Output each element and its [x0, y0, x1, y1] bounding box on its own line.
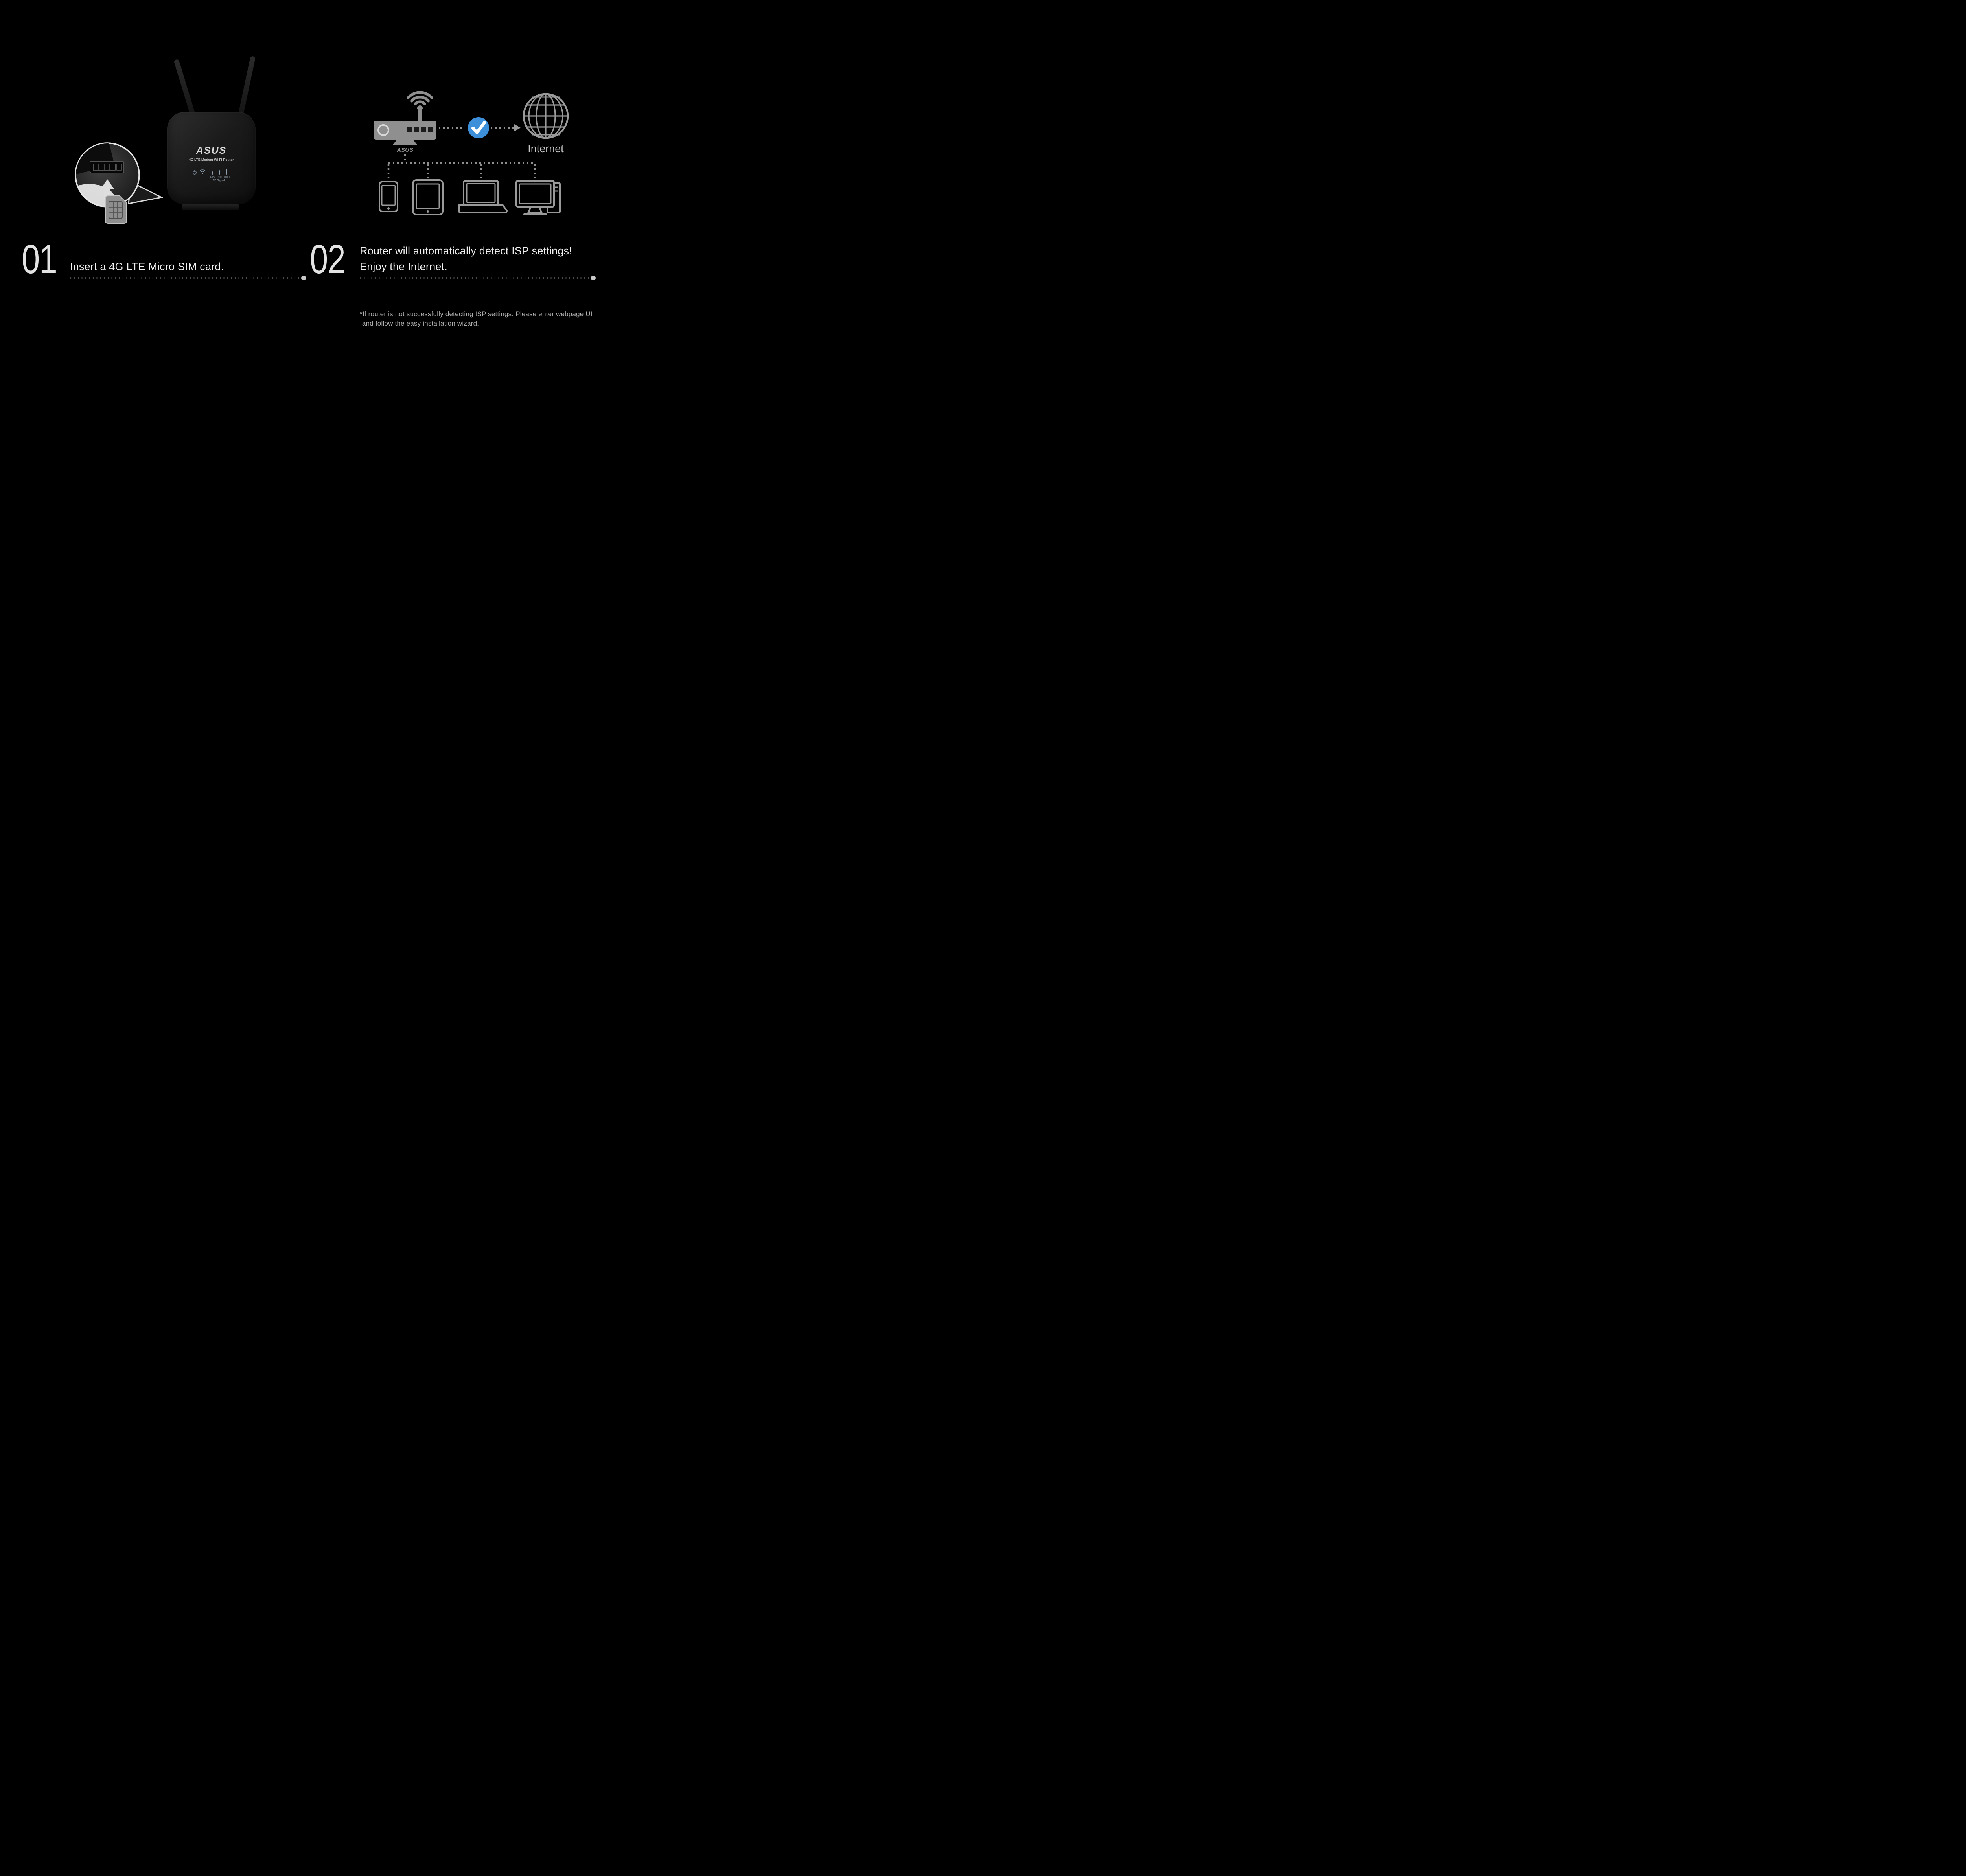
quick-start-guide: ASUS 4G LTE Modem Wi-Fi Router: [0, 0, 623, 375]
check-icon: [471, 121, 486, 134]
step-2-rule: [360, 276, 596, 280]
sim-slot: [90, 161, 124, 173]
tablet-icon: [412, 179, 444, 215]
router-product-photo: ASUS 4G LTE Modem Wi-Fi Router: [157, 53, 263, 214]
antenna-left: [173, 59, 196, 117]
dotted-distribution-lines: [387, 154, 536, 180]
wifi-icon: [406, 91, 434, 111]
step-2-text-line1: Router will automatically detect ISP set…: [360, 245, 572, 257]
step-2-text-line2: Enjoy the Internet.: [360, 261, 447, 272]
step-1-rule: [70, 276, 306, 280]
diagram-asus-logo: ASUS: [396, 147, 413, 153]
footnote-line1: *If router is not successfully detecting…: [360, 310, 593, 318]
model-label: 4G LTE Modem Wi-Fi Router: [189, 158, 234, 162]
sim-card-icon: [105, 195, 127, 224]
phone-icon: [379, 181, 398, 212]
step-2-number: 02: [310, 237, 346, 282]
wifi-led-icon: [199, 169, 205, 174]
desktop-icon: [515, 180, 561, 215]
router-icon: ASUS: [374, 110, 436, 153]
internet-globe-icon: [523, 93, 569, 139]
step-2-rule-dot: [591, 276, 596, 280]
signal-bars-icon: [212, 169, 227, 175]
antenna-right: [238, 56, 256, 117]
led-label-low: LOW: [210, 176, 215, 178]
internet-label: Internet: [528, 143, 564, 154]
led-label-high: HIGH: [224, 176, 230, 178]
network-diagram: ASUS Internet: [374, 91, 569, 215]
power-icon: [192, 170, 197, 175]
step-1-text: Insert a 4G LTE Micro SIM card.: [70, 261, 224, 272]
arrow-head-icon: [514, 124, 521, 131]
sim-callout: [75, 142, 163, 224]
router-body: ASUS 4G LTE Modem Wi-Fi Router: [167, 112, 256, 204]
step-1-number: 01: [22, 237, 57, 282]
led-label-mid: MID: [217, 176, 221, 178]
step-1-rule-dot: [301, 276, 306, 280]
router-stand: [182, 204, 239, 210]
asus-logo: ASUS: [196, 145, 227, 156]
check-badge: [468, 117, 489, 138]
led-panel: LOW MID HIGH LTE Signal: [167, 168, 256, 182]
led-caption: LTE Signal: [211, 179, 225, 182]
laptop-icon: [458, 180, 508, 213]
footnote-line2: and follow the easy installation wizard.: [362, 320, 479, 327]
led-icons: LOW MID HIGH: [192, 169, 230, 178]
